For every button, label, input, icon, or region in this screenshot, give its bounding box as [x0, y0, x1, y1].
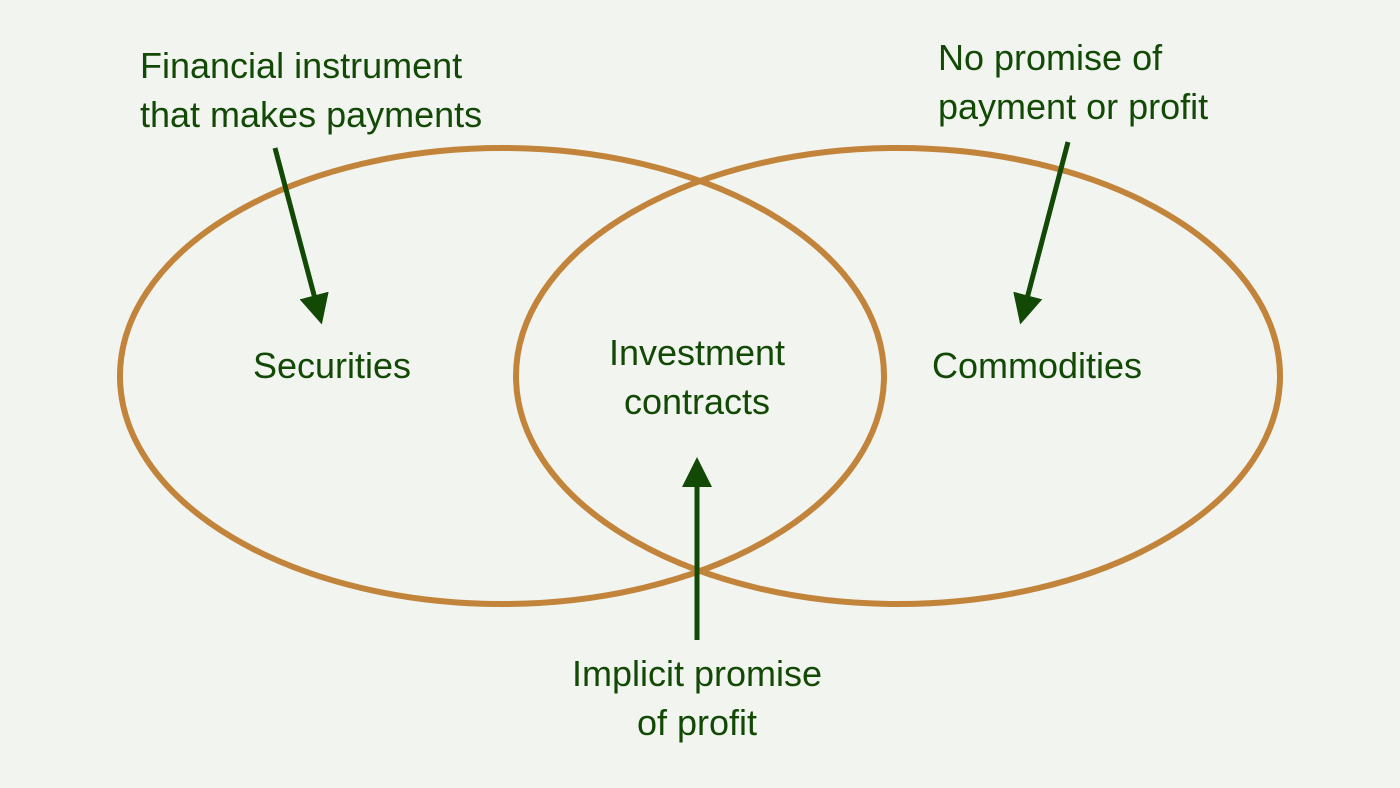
left-annotation-line-2: that makes payments	[140, 94, 482, 135]
bottom-annotation-line-2: of profit	[637, 702, 757, 743]
left-annotation-arrow	[272, 147, 329, 325]
commodities-ellipse	[513, 145, 1283, 607]
right-annotation-line-2: payment or profit	[938, 86, 1208, 127]
overlap-label-line-2: contracts	[624, 381, 770, 422]
commodities-label: Commodities	[932, 345, 1142, 386]
overlap-label-line-1: Investment	[609, 332, 785, 373]
right-annotation-line-1: No promise of	[938, 37, 1163, 78]
bottom-annotation-line-1: Implicit promise	[572, 653, 822, 694]
securities-ellipse	[117, 145, 887, 607]
left-annotation-line-1: Financial instrument	[140, 45, 462, 86]
securities-label: Securities	[253, 345, 411, 386]
right-annotation-arrow	[1013, 141, 1071, 325]
